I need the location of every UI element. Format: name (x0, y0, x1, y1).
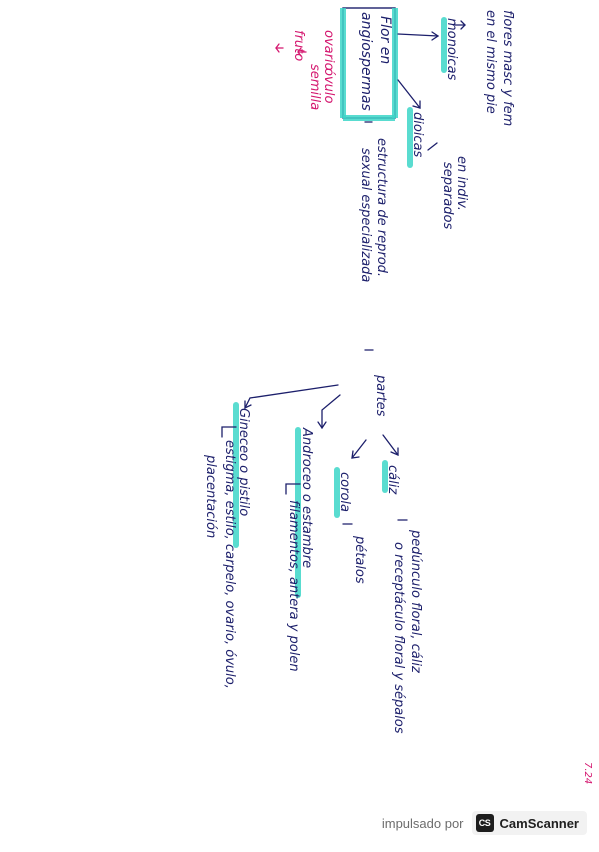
flor-box (340, 7, 398, 121)
caliz-desc-line-2: o receptáculo floral y sépalos (391, 542, 406, 734)
label-androceo: Androceo o estambre (299, 427, 314, 568)
note-indiv-line-2: separados (440, 162, 455, 230)
label-monoicas: monoicas (444, 18, 459, 81)
arrow-partes-to-androceo-head (317, 421, 327, 430)
arrow-partes-to-caliz-head (390, 447, 399, 456)
camscanner-logo-icon: CS (475, 814, 494, 832)
hook-androceo-desc (285, 483, 301, 495)
gineceo-desc-line-2: placentación (203, 454, 218, 538)
label-estructura-line-1: estructura de reprod. (374, 138, 389, 277)
label-dioicas: dioicas (410, 112, 425, 158)
page-number: 7.24 (582, 762, 593, 784)
label-partes: partes (373, 374, 388, 417)
label-ovario: ovario (321, 30, 336, 71)
label-semilla: semilla (307, 64, 322, 110)
label-petalos: pétalos (352, 535, 367, 584)
arrow-partes-to-gineceo-head (244, 400, 252, 410)
caliz-desc-line-1: pedúnculo floral, cáliz (408, 529, 423, 674)
arrow-monoicas-to-note-head (460, 20, 466, 30)
arrow-box-to-monoicas-head (431, 31, 440, 41)
highlights (233, 17, 447, 598)
arrow-ovario-to-semilla-head (297, 47, 302, 57)
gineceo-desc-line-1: estigma, estilo, carpelo, ovario, óvulo, (222, 440, 237, 689)
note-top-line-1: flores masc y fem (500, 10, 515, 126)
arrow-box-to-dioicas-head (412, 100, 421, 109)
label-gineceo: Gineceo o pistilo (236, 408, 251, 516)
flor-box-line-2: angiospermas (358, 12, 374, 111)
flor-box-line-1: Flor en (377, 16, 393, 64)
label-estructura-line-2: sexual especializada (358, 148, 373, 282)
arrow-partes-to-androceo (321, 394, 341, 429)
arrow-box-to-monoicas (397, 33, 439, 37)
pink-connectors (275, 43, 307, 57)
note-indiv-line-1: en indiv. (454, 156, 469, 211)
pink-text-layer: ovario óvulo semilla fruto 7.24 (291, 30, 593, 784)
androceo-desc: filamentos, antera y polen (286, 500, 301, 672)
label-corola: corola (337, 472, 352, 512)
label-caliz: cáliz (385, 465, 400, 495)
camscanner-watermark: impulsado por CS CamScanner (382, 810, 587, 836)
arrow-dioicas-to-indiv (427, 142, 438, 151)
connectors (221, 20, 466, 525)
arrow-semilla-to-fruto-head (275, 43, 280, 53)
arrow-partes-to-corola (351, 439, 367, 459)
hook-gineceo-desc (221, 426, 237, 438)
label-fruto: fruto (291, 30, 306, 61)
arrow-partes-to-caliz (382, 434, 399, 456)
label-ovulo: óvulo (321, 68, 336, 103)
arrow-partes-to-corola-head (351, 450, 360, 459)
watermark-text: impulsado por (381, 815, 464, 831)
arrow-box-to-dioicas (397, 79, 421, 109)
text-layer: flores masc y fem en el mismo pie monoic… (203, 10, 515, 734)
watermark-brand: CamScanner (499, 815, 579, 831)
watermark-badge: CS CamScanner (471, 811, 587, 835)
note-top-line-2: en el mismo pie (483, 10, 498, 114)
arrow-partes-to-gineceo (244, 384, 339, 409)
